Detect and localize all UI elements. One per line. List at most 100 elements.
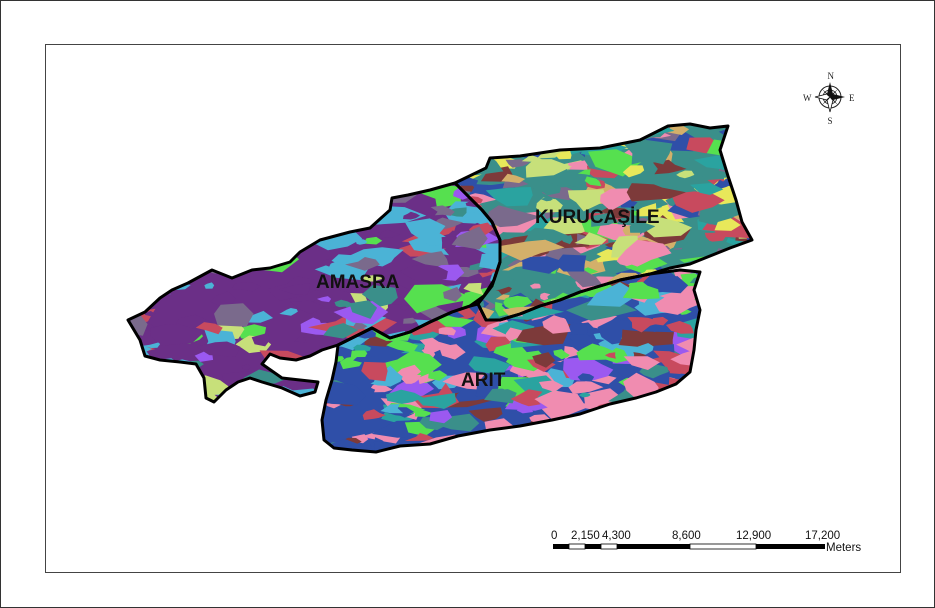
geology-patch (231, 282, 261, 292)
geology-patch (377, 350, 442, 381)
geology-patch (654, 294, 700, 315)
geology-patch (204, 282, 215, 289)
geology-patch (484, 388, 517, 404)
compass-letter-w: W (803, 93, 812, 103)
geology-patch (374, 441, 419, 452)
compass-ne-point (830, 89, 838, 97)
geology-patch (635, 203, 657, 217)
compass-nw-point (822, 89, 830, 97)
geology-patch (353, 322, 368, 330)
geology-patch (626, 183, 686, 202)
geology-patch (510, 389, 543, 407)
geology-patch (600, 188, 632, 211)
geology-patch (540, 197, 553, 202)
geology-patch (577, 373, 595, 382)
scale-tick-0: 0 (551, 530, 557, 542)
geology-patch (690, 183, 724, 195)
geology-patch (522, 256, 568, 274)
geology-patch (214, 303, 254, 327)
geology-patch (577, 169, 591, 176)
scale-seg-7 (756, 544, 825, 549)
kurucasile-border (453, 122, 754, 322)
scale-seg-3 (585, 544, 601, 549)
compass-letter-s: S (828, 116, 833, 126)
geology-patch (485, 336, 514, 352)
geology-patch (553, 349, 570, 360)
geology-patch (532, 181, 561, 196)
geology-patch (195, 322, 223, 335)
compass-se-point (830, 97, 838, 105)
geology-patch (568, 381, 604, 395)
geology-patch (383, 282, 394, 288)
geology-patch (149, 323, 205, 346)
geology-patch (372, 365, 403, 387)
geology-patch (463, 282, 484, 296)
geology-patch (584, 176, 602, 187)
geology-patch (653, 350, 684, 365)
geology-patch (555, 254, 587, 272)
scale-unit: Meters (826, 542, 861, 554)
geology-patch (290, 300, 325, 315)
geology-patch (468, 407, 503, 422)
geology-patch (350, 350, 368, 358)
scale-tick-1: 2,150 (571, 530, 600, 542)
geology-patch (361, 285, 398, 308)
geology-patch (144, 311, 156, 317)
geology-patch (555, 150, 572, 160)
compass-letter-e: E (849, 93, 855, 103)
geology-patch (374, 385, 393, 393)
geology-patch (496, 235, 528, 249)
geology-patch (279, 308, 298, 316)
geology-patch (525, 159, 572, 178)
scale-tick-5: 17,200 (805, 530, 840, 542)
geology-patch (392, 364, 422, 377)
scale-seg-5 (617, 544, 690, 549)
geology-patch (604, 352, 616, 359)
geology-patch (623, 140, 673, 165)
geology-patch (245, 310, 274, 323)
geology-patch (529, 283, 541, 289)
geology-patch (666, 320, 694, 334)
geology-patch (503, 295, 533, 312)
geology-patch (485, 205, 541, 228)
geology-patch (617, 239, 672, 267)
geology-patch (623, 356, 660, 370)
geology-patch (241, 363, 251, 370)
geology-patch (567, 189, 607, 212)
geology-patch (714, 218, 741, 231)
geology-patch (386, 340, 418, 353)
geology-patch (316, 296, 332, 303)
compass-north-point (827, 82, 833, 97)
arit-border (320, 268, 702, 454)
geology-patch (345, 257, 380, 271)
scale-tick-3: 8,600 (672, 530, 701, 542)
geology-patch (618, 329, 664, 347)
geology-patch (544, 211, 557, 220)
scale-seg-4 (600, 543, 618, 550)
geology-patch (479, 251, 500, 273)
geology-patch (647, 276, 689, 294)
geology-patch (293, 336, 307, 343)
geology-patch (380, 404, 404, 414)
geology-patch (586, 282, 648, 307)
compass-letter-n: N (828, 71, 835, 81)
geology-patch (441, 236, 459, 249)
geology-patch (323, 323, 359, 339)
geology-patch (642, 215, 693, 238)
geology-patch (505, 327, 529, 342)
geology-patch (399, 264, 448, 283)
geology-patch (505, 159, 530, 168)
geology-patch (196, 341, 241, 357)
geology-patch (536, 197, 563, 213)
scale-seg-1 (553, 544, 569, 549)
geology-patch (404, 433, 434, 441)
geology-patch (600, 207, 631, 219)
region-label-kurucasile: KURUCAŞİLE (535, 207, 660, 228)
geology-patch (622, 165, 645, 178)
geology-patch (542, 315, 571, 334)
geology-patch (439, 344, 466, 360)
geology-patch (362, 236, 383, 245)
geology-patch (538, 380, 564, 392)
geology-patch (563, 357, 614, 382)
